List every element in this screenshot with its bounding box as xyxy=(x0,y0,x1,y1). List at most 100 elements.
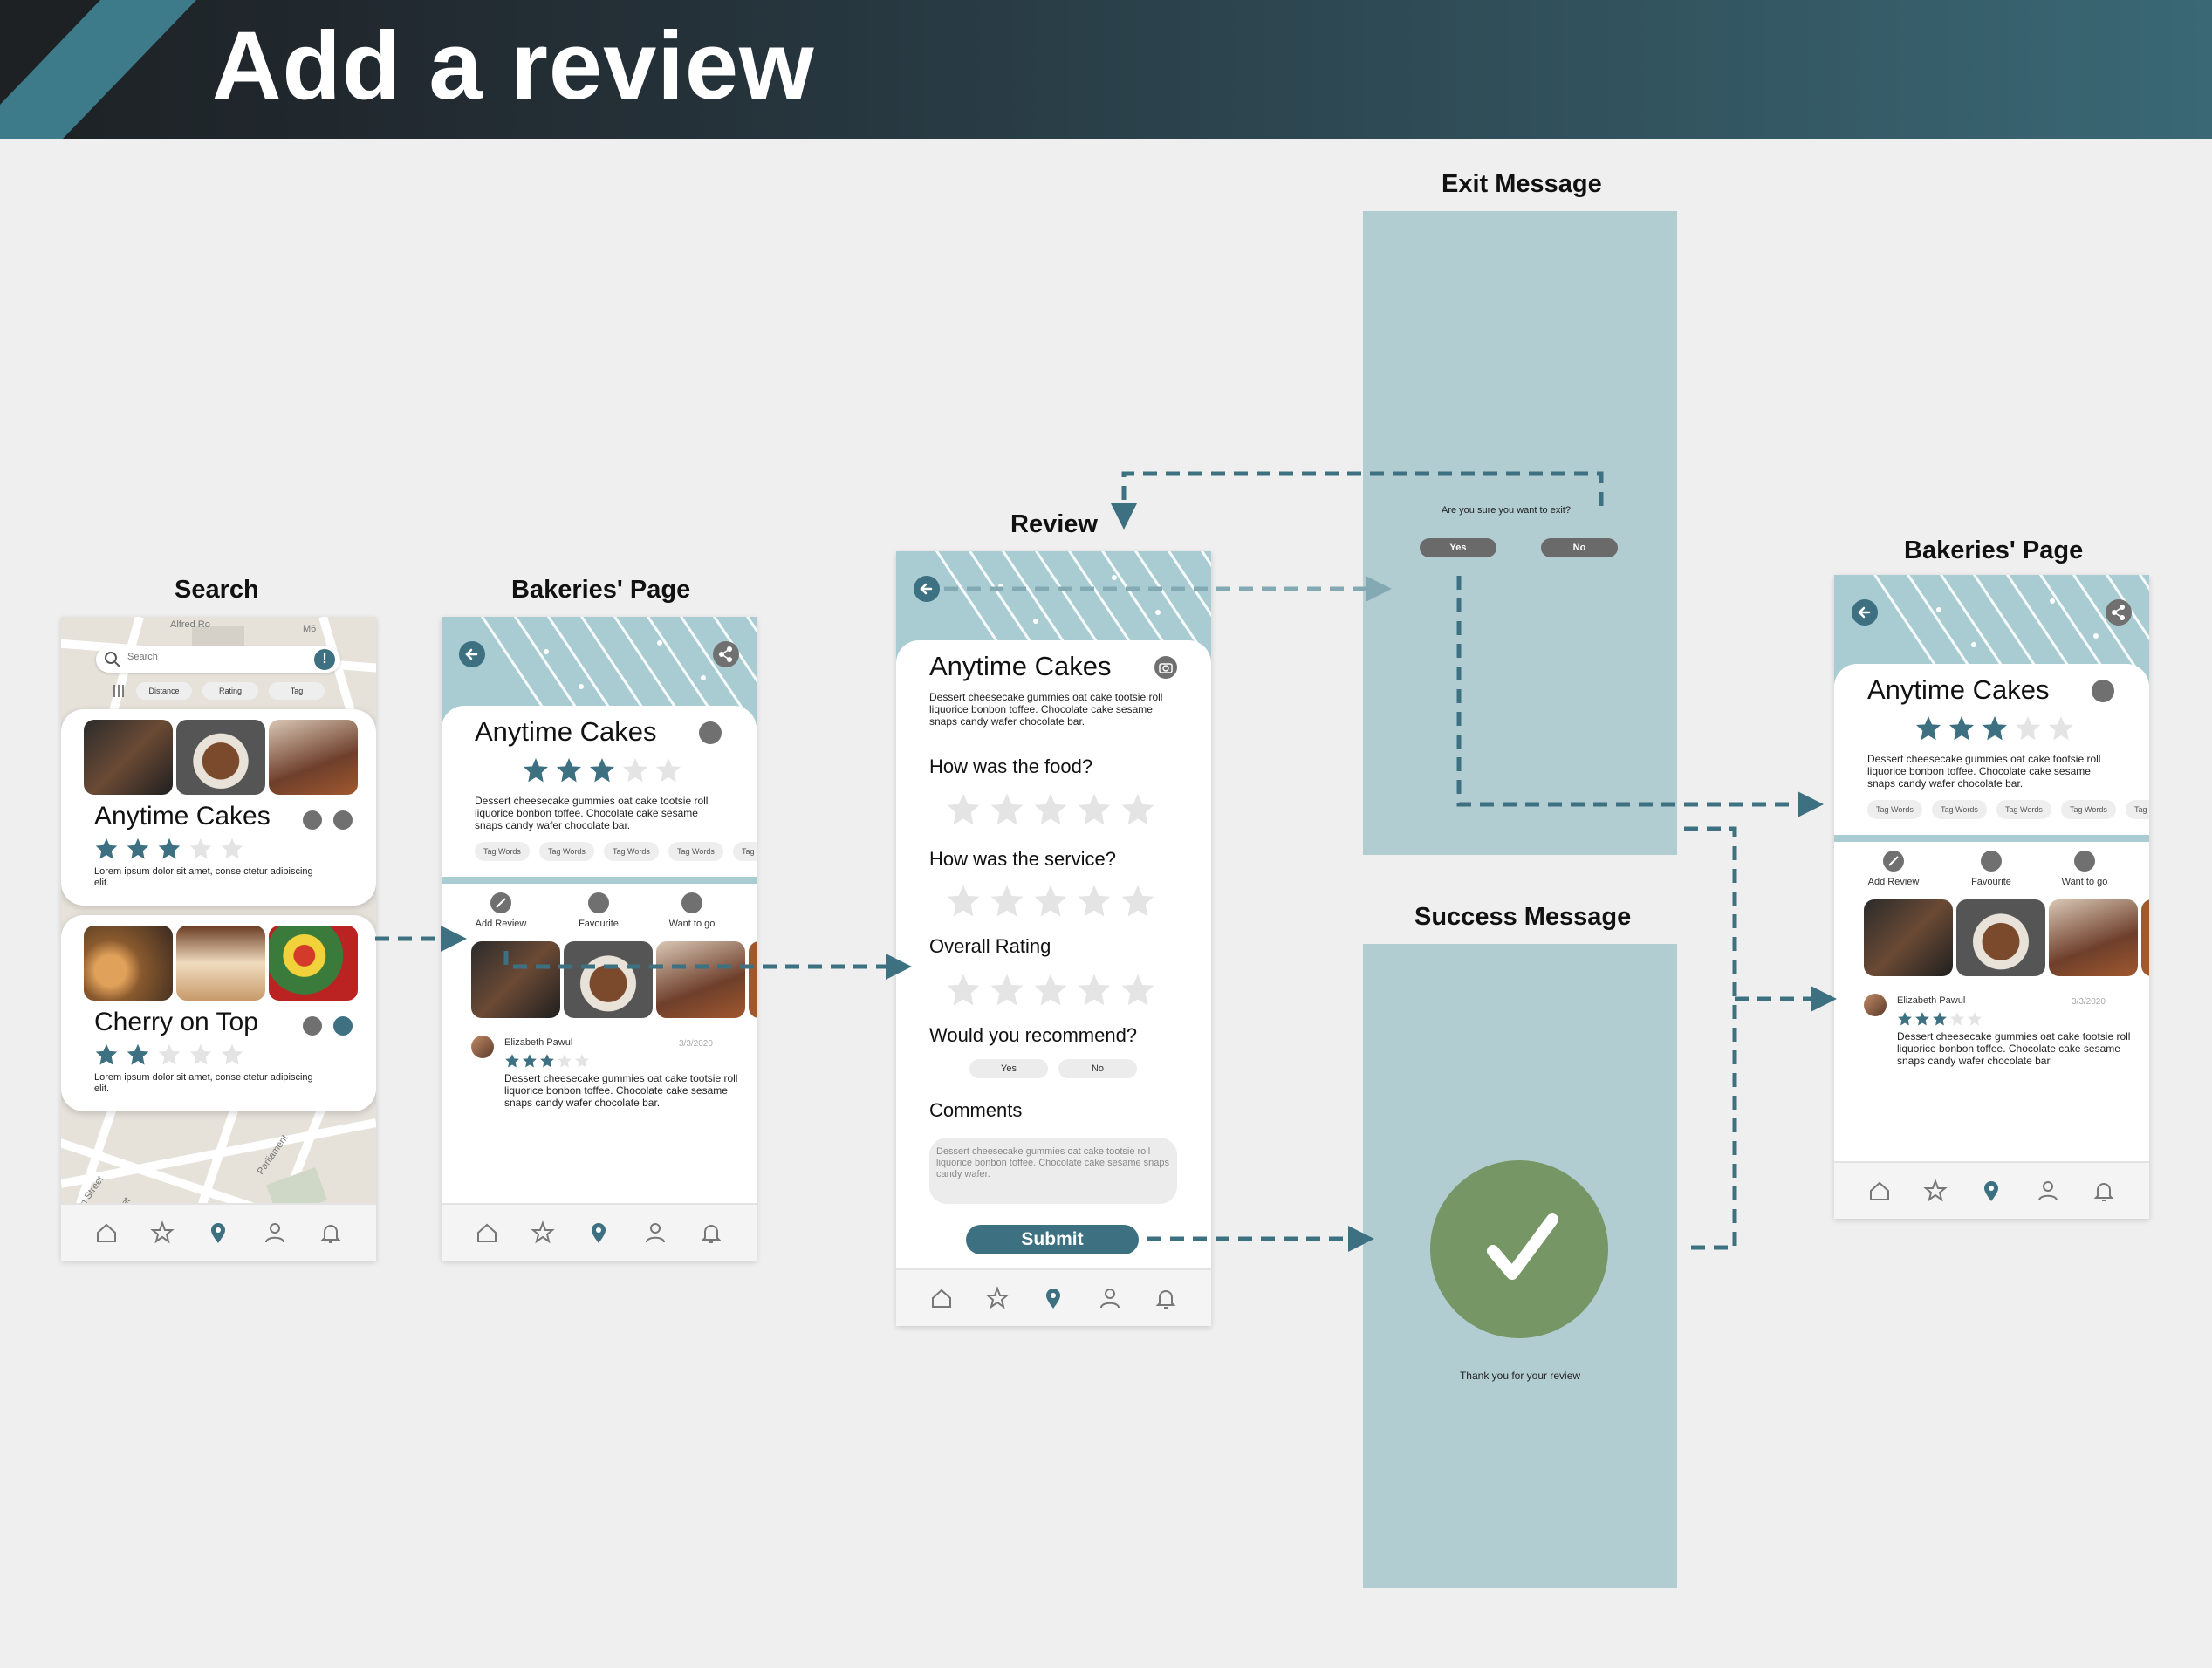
filter-distance[interactable]: Distance xyxy=(136,682,192,700)
camera-icon[interactable] xyxy=(1154,656,1177,679)
tag-chip[interactable]: Tag Words xyxy=(668,842,723,861)
tag-chip[interactable]: Tag Words xyxy=(604,842,659,861)
add-review-button[interactable]: Add Review xyxy=(1867,877,1920,887)
flag-icon[interactable] xyxy=(303,810,322,830)
exit-yes-button[interactable]: Yes xyxy=(1420,538,1496,557)
star-filled-icon xyxy=(524,758,548,783)
tag-chip[interactable]: Tag Words xyxy=(1996,800,2051,819)
bell-icon[interactable] xyxy=(2092,1179,2116,1203)
favourite-button[interactable]: Favourite xyxy=(1971,877,2011,887)
review-stars xyxy=(1897,1011,1983,1027)
home-icon[interactable] xyxy=(94,1220,119,1245)
back-arrow-icon[interactable] xyxy=(459,641,485,667)
label-bakeries-page: Bakeries' Page xyxy=(511,576,691,604)
bell-icon[interactable] xyxy=(318,1220,343,1245)
alert-icon[interactable]: ! xyxy=(314,649,335,670)
label-review: Review xyxy=(1010,510,1098,538)
star-filled-icon xyxy=(590,758,614,783)
favourite-active-icon[interactable] xyxy=(333,1016,353,1036)
star-filled-icon xyxy=(127,837,149,859)
favourite-icon[interactable] xyxy=(588,892,609,913)
home-icon[interactable] xyxy=(475,1220,499,1245)
profile-icon[interactable] xyxy=(263,1220,287,1245)
map-pin-icon[interactable] xyxy=(586,1220,611,1245)
location-pin-icon[interactable] xyxy=(699,721,722,744)
tag-chip[interactable]: Tag Words xyxy=(2126,800,2149,819)
food-rating-stars[interactable] xyxy=(945,791,1156,828)
question-overall: Overall Rating xyxy=(929,935,1051,957)
exit-no-button[interactable]: No xyxy=(1541,538,1618,557)
star-icon[interactable] xyxy=(531,1220,556,1245)
star-empty-icon xyxy=(558,1054,572,1068)
bell-icon[interactable] xyxy=(1154,1286,1178,1310)
avatar xyxy=(471,1036,494,1058)
star-empty-icon xyxy=(575,1054,589,1068)
review-author: Elizabeth Pawul xyxy=(504,1037,573,1048)
want-to-go-icon[interactable] xyxy=(681,892,702,913)
bakery-name: Anytime Cakes xyxy=(94,802,271,831)
recommend-yes-button[interactable]: Yes xyxy=(969,1059,1048,1078)
want-to-go-button[interactable]: Want to go xyxy=(2061,877,2108,887)
location-pin-icon[interactable] xyxy=(2092,680,2114,702)
bakery-page-screen-final: Anytime Cakes Dessert cheesecake gummies… xyxy=(1834,575,2149,1219)
bell-icon[interactable] xyxy=(699,1220,723,1245)
back-arrow-icon[interactable] xyxy=(914,576,940,602)
bakery-description: Dessert cheesecake gummies oat cake toot… xyxy=(929,691,1163,728)
filter-rating[interactable]: Rating xyxy=(202,682,258,700)
question-food: How was the food? xyxy=(929,755,1093,777)
submit-button[interactable]: Submit xyxy=(966,1225,1139,1254)
add-review-icon[interactable] xyxy=(490,892,511,913)
star-empty-icon xyxy=(1950,1012,1964,1026)
tag-chip[interactable]: Tag Words xyxy=(475,842,530,861)
add-review-button[interactable]: Add Review xyxy=(475,919,527,929)
tag-chip[interactable]: Tag Words xyxy=(1867,800,1922,819)
filter-icon[interactable] xyxy=(112,685,126,697)
tag-chip[interactable]: Tag Words xyxy=(1932,800,1987,819)
star-icon[interactable] xyxy=(1923,1179,1948,1203)
share-icon[interactable] xyxy=(2106,599,2132,626)
recommend-no-button[interactable]: No xyxy=(1058,1059,1137,1078)
tag-chip[interactable]: Tag Words xyxy=(733,842,757,861)
card-description: Lorem ipsum dolor sit amet, conse ctetur… xyxy=(94,1072,313,1094)
map-pin-icon[interactable] xyxy=(206,1220,230,1245)
map-pin-icon[interactable] xyxy=(1041,1286,1065,1310)
want-to-go-icon[interactable] xyxy=(2074,851,2095,872)
home-icon[interactable] xyxy=(929,1286,954,1310)
filter-tag[interactable]: Tag xyxy=(269,682,325,700)
star-icon[interactable] xyxy=(985,1286,1010,1310)
favourite-button[interactable]: Favourite xyxy=(579,919,619,929)
add-review-icon[interactable] xyxy=(1883,851,1904,872)
share-icon[interactable] xyxy=(713,641,739,667)
star-empty-icon xyxy=(1121,885,1154,917)
home-icon[interactable] xyxy=(1867,1179,1892,1203)
bakery-card-anytime-cakes[interactable]: Anytime Cakes Lorem ipsum dolor sit amet… xyxy=(61,709,376,906)
comments-textarea[interactable]: Dessert cheesecake gummies oat cake toot… xyxy=(929,1138,1177,1204)
favourite-icon[interactable] xyxy=(1981,851,2002,872)
search-icon xyxy=(105,652,120,667)
search-bar[interactable]: ! xyxy=(96,646,340,673)
profile-icon[interactable] xyxy=(2036,1179,2060,1203)
overall-rating-stars[interactable] xyxy=(945,972,1156,1008)
want-to-go-button[interactable]: Want to go xyxy=(668,919,716,929)
profile-icon[interactable] xyxy=(1098,1286,1122,1310)
favourite-icon[interactable] xyxy=(333,810,353,830)
review-author: Elizabeth Pawul xyxy=(1897,995,1966,1006)
bakery-page-screen: Anytime Cakes Dessert cheesecake gummies… xyxy=(442,617,757,1261)
bakery-name: Cherry on Top xyxy=(94,1008,258,1036)
tag-chip[interactable]: Tag Words xyxy=(2061,800,2116,819)
bakery-info-card: Anytime Cakes Dessert cheesecake gummies… xyxy=(1834,664,2149,1219)
profile-icon[interactable] xyxy=(643,1220,668,1245)
map-pin-icon[interactable] xyxy=(1979,1179,2003,1203)
bakery-photo xyxy=(84,720,173,795)
bakery-card-cherry-on-top[interactable]: Cherry on Top Lorem ipsum dolor sit amet… xyxy=(61,915,376,1111)
search-input[interactable] xyxy=(127,652,284,662)
tag-chip[interactable]: Tag Words xyxy=(539,842,594,861)
service-rating-stars[interactable] xyxy=(945,883,1156,919)
star-empty-icon xyxy=(221,837,243,859)
svg-text:M6: M6 xyxy=(303,624,316,634)
star-icon[interactable] xyxy=(150,1220,175,1245)
back-arrow-icon[interactable] xyxy=(1852,599,1878,626)
svg-text:Alfred Ro: Alfred Ro xyxy=(170,619,210,630)
star-empty-icon xyxy=(2016,716,2040,741)
flag-icon[interactable] xyxy=(303,1016,322,1036)
